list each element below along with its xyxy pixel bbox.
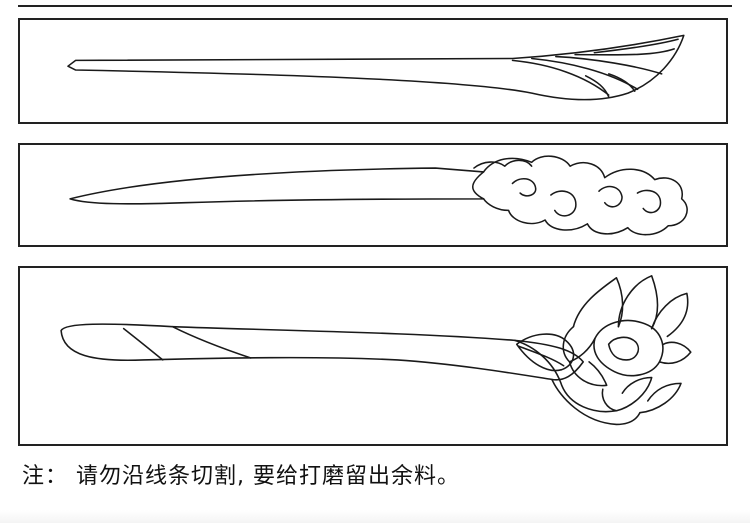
top-rule [18, 0, 732, 7]
cloud-hairpin-icon [69, 155, 688, 236]
hairpin-panel-cloud [18, 143, 728, 247]
lotus-hairpin-icon [60, 275, 692, 426]
bottom-edge [0, 510, 750, 523]
hairpin-panel-lotus [18, 266, 728, 446]
feather-hairpin-icon [67, 34, 685, 101]
cutting-instruction-note: 注： 请勿沿线条切割, 要给打磨留出余料。 [22, 464, 460, 489]
hairpin-panel-feather [18, 18, 728, 124]
